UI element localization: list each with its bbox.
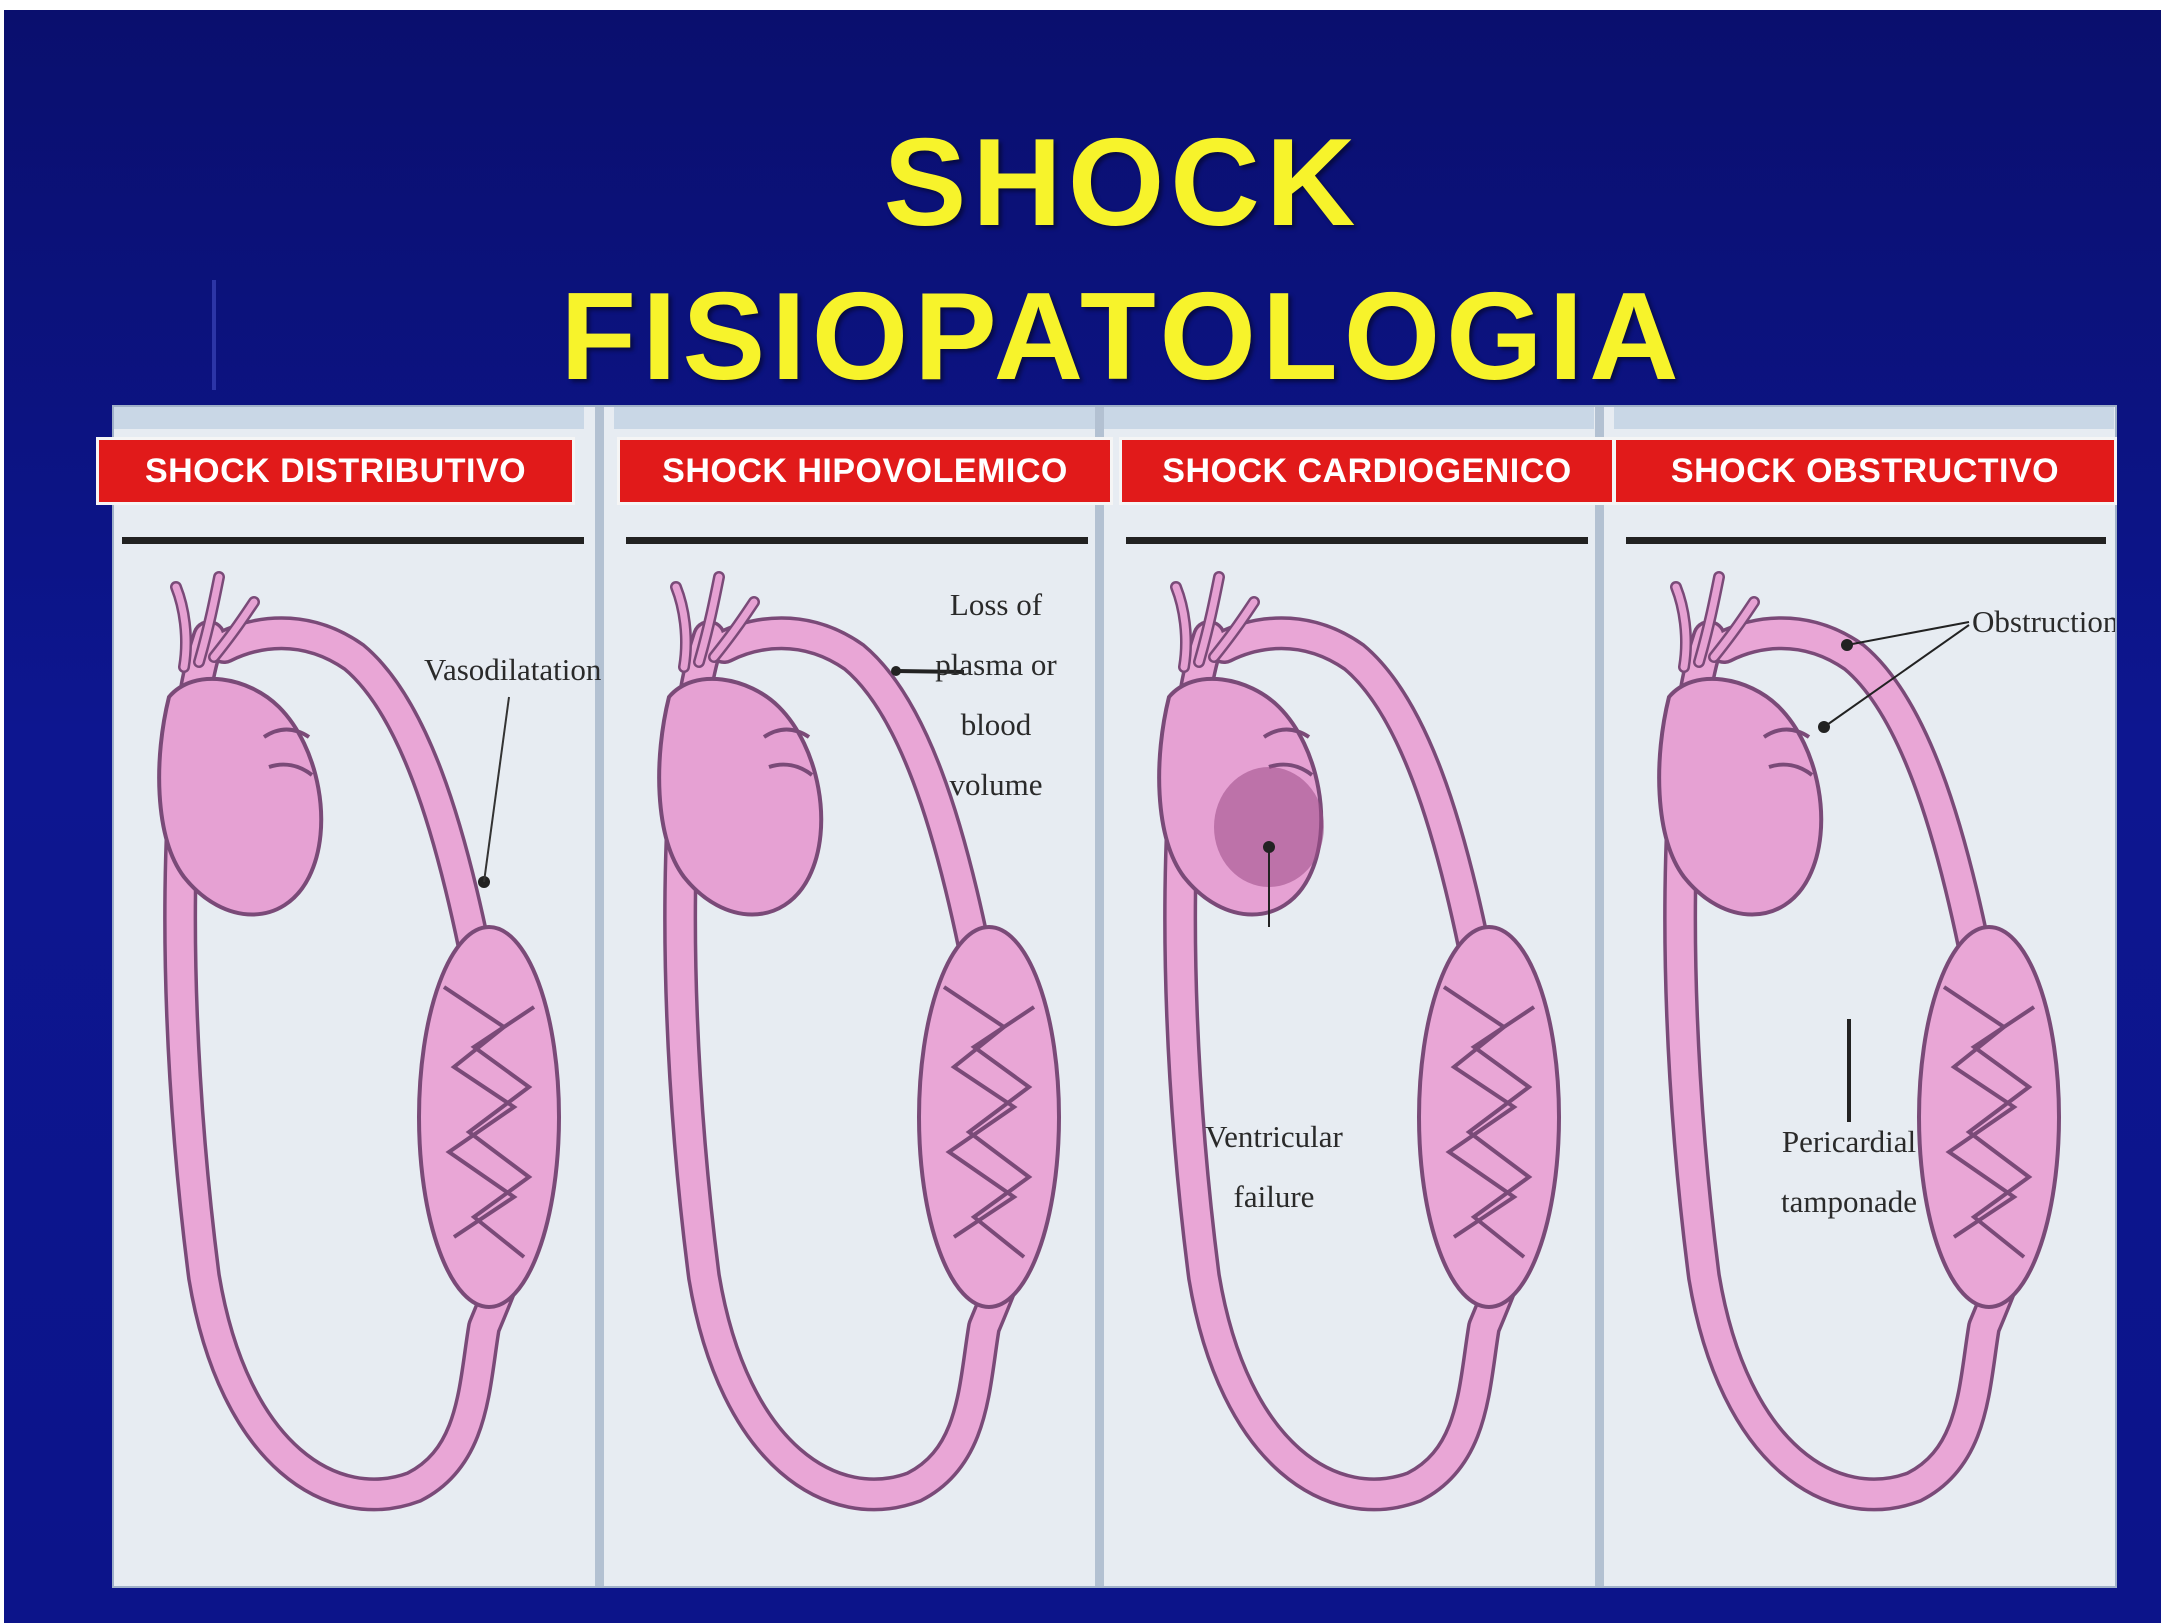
annotation-loss-line-1: Loss of xyxy=(950,587,1043,622)
annotation-obstruction: Obstruction xyxy=(1972,604,2115,639)
slide-title-line-2: FISIOPATOLOGIA xyxy=(4,272,2161,402)
annotation-ventricular-line-2: failure xyxy=(1234,1179,1315,1214)
annotation-pericardial-line-2: tamponade xyxy=(1781,1184,1917,1219)
annotation-leader xyxy=(484,697,509,882)
slide: SHOCK FISIOPATOLOGIA SHOCK DISTRIBUTIVO … xyxy=(4,10,2161,1623)
circuit-diagram-cardiogenico: Ventricular failure xyxy=(1159,577,1559,1494)
annotation-loss-line-3: blood xyxy=(961,707,1032,742)
annotation-vasodilatation: Vasodilatation xyxy=(424,652,602,687)
annotation-loss-line-4: volume xyxy=(950,767,1043,802)
circuit-diagram-obstructivo: Obstruction Pericardial tamponade xyxy=(1659,577,2115,1494)
circuit-diagram-distributivo: Vasodilatation xyxy=(159,577,602,1494)
slide-title-line-1: SHOCK xyxy=(4,118,2161,248)
diagram-panels: SHOCK DISTRIBUTIVO SHOCK HIPOVOLEMICO SH… xyxy=(112,405,2117,1588)
annotation-pericardial-line-1: Pericardial xyxy=(1782,1124,1916,1159)
annotation-ventricular-line-1: Ventricular xyxy=(1205,1119,1343,1154)
circulation-diagrams: Vasodilatation Loss of plasma or blood v… xyxy=(114,407,2115,1586)
annotation-loss-line-2: plasma or xyxy=(935,647,1057,682)
circuit-diagram-hipovolemico: Loss of plasma or blood volume xyxy=(659,577,1059,1494)
annotation-leader xyxy=(1847,622,1969,645)
